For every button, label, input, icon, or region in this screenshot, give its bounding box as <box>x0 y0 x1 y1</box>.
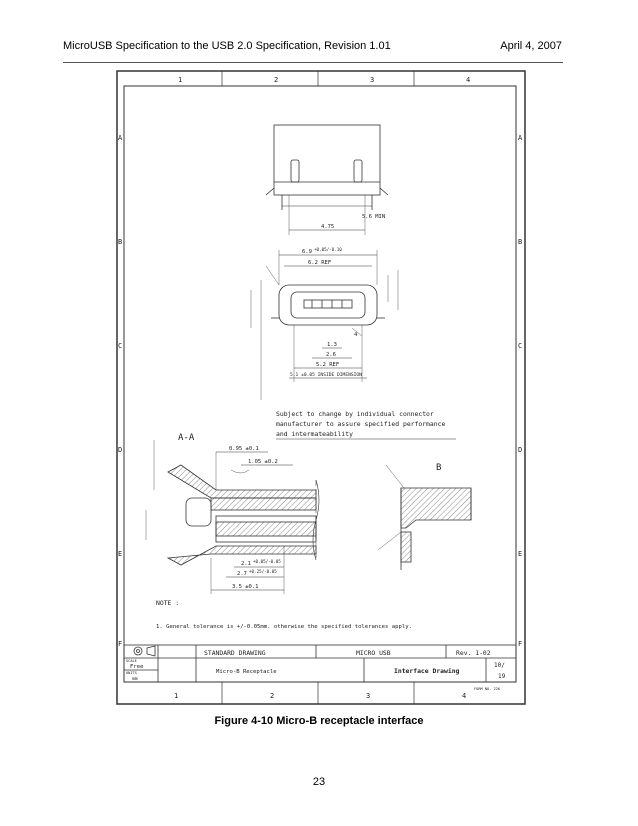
header-date: April 4, 2007 <box>500 40 562 52</box>
dim-4-75: 4.75 <box>321 224 334 230</box>
col-label-2-top: 2 <box>274 76 278 84</box>
row-label-d-right: D <box>518 446 522 454</box>
note-label: NOTE : <box>156 599 179 607</box>
tb-form-no: FORM NO. 226 <box>474 687 500 691</box>
tb-sheet-num: 10/ <box>494 662 505 669</box>
dim-2-1: 2.1 <box>241 561 251 567</box>
col-label-1-top: 1 <box>178 76 182 84</box>
dim-1-05: 1.05 ±0.2 <box>248 459 278 465</box>
tb-sheet-total: 19 <box>498 673 506 680</box>
dim-2-1-tolerance: +0.05/-0.05 <box>253 559 281 564</box>
dim-0-95: 0.95 ±0.1 <box>229 446 259 452</box>
dim-4: 4 <box>354 332 358 338</box>
row-label-e-left: E <box>118 550 122 558</box>
col-label-4-bottom: 4 <box>462 692 466 700</box>
notice-line-2: manufacturer to assure specified perform… <box>276 420 445 428</box>
col-label-3-bottom: 3 <box>366 692 370 700</box>
dim-2-7: 2.7 <box>237 571 247 577</box>
col-label-3-top: 3 <box>370 76 374 84</box>
tb-units-label: UNITS <box>126 671 137 675</box>
outer-frame <box>116 70 526 705</box>
header-title: MicroUSB Specification to the USB 2.0 Sp… <box>63 40 391 52</box>
row-label-c-right: C <box>518 342 522 350</box>
col-label-1-bottom: 1 <box>174 692 178 700</box>
dim-6-2-ref: 6.2 REF <box>308 260 331 266</box>
tb-units-value: mm <box>132 677 138 682</box>
header-rule <box>63 62 563 63</box>
tb-product: MICRO USB <box>356 649 391 657</box>
detail-b-view <box>377 464 472 570</box>
tb-standard-drawing: STANDARD DRAWING <box>204 649 266 657</box>
tb-scale-label: SCALE <box>126 659 137 663</box>
row-label-f-right: F <box>518 640 522 648</box>
note-1: 1. General tolerance is +/-0.05mm. other… <box>156 624 412 630</box>
dim-3-5: 3.5 ±0.1 <box>232 584 259 590</box>
detail-b-label: B <box>436 463 441 473</box>
section-aa-label: A-A <box>178 433 195 443</box>
row-label-a-left: A <box>118 134 123 142</box>
tb-rev: Rev. 1-02 <box>456 649 491 657</box>
figure-caption: Figure 4-10 Micro-B receptacle interface <box>214 715 424 727</box>
col-label-2-bottom: 2 <box>270 692 274 700</box>
dim-5-6-min: 5.6 MIN <box>362 214 385 220</box>
notice-line-3: and intermateability <box>276 430 353 438</box>
col-label-4-top: 4 <box>466 76 470 84</box>
row-label-e-right: E <box>518 550 522 558</box>
page-number: 23 <box>312 776 326 788</box>
notice-line-1: Subject to change by individual connecto… <box>276 410 434 418</box>
title-block <box>123 644 517 683</box>
drawing-sheet: 1 2 3 4 1 2 3 4 A B C D E F A B C D E F <box>116 70 526 705</box>
inner-frame <box>123 85 517 683</box>
section-aa-view <box>145 440 320 594</box>
dim-5-1-inside: 5.1 ±0.05 INSIDE DIMENSION <box>290 372 362 378</box>
tb-doc-type: Interface Drawing <box>394 667 460 675</box>
front-view <box>250 250 399 400</box>
row-label-d-left: D <box>118 446 122 454</box>
engineering-drawing: 1 2 3 4 1 2 3 4 A B C D E F A B C D E F <box>116 70 526 705</box>
row-label-f-left: F <box>118 640 122 648</box>
tb-part: Micro-B Receptacle <box>216 669 277 675</box>
dim-1-3: 1.3 <box>327 342 337 348</box>
dim-6-9: 6.9 <box>302 249 312 255</box>
dim-2-6: 2.6 <box>326 352 336 358</box>
top-view <box>265 124 389 235</box>
row-label-a-right: A <box>518 134 523 142</box>
tb-scale-value: Free <box>130 664 144 670</box>
dim-2-7-tolerance: +0.25/-0.05 <box>249 569 277 574</box>
row-label-b-right: B <box>518 238 522 246</box>
dim-6-9-tolerance: +0.05/-0.10 <box>314 247 342 252</box>
dim-5-2-ref: 5.2 REF <box>316 362 339 368</box>
row-label-b-left: B <box>118 238 122 246</box>
row-label-c-left: C <box>118 342 122 350</box>
